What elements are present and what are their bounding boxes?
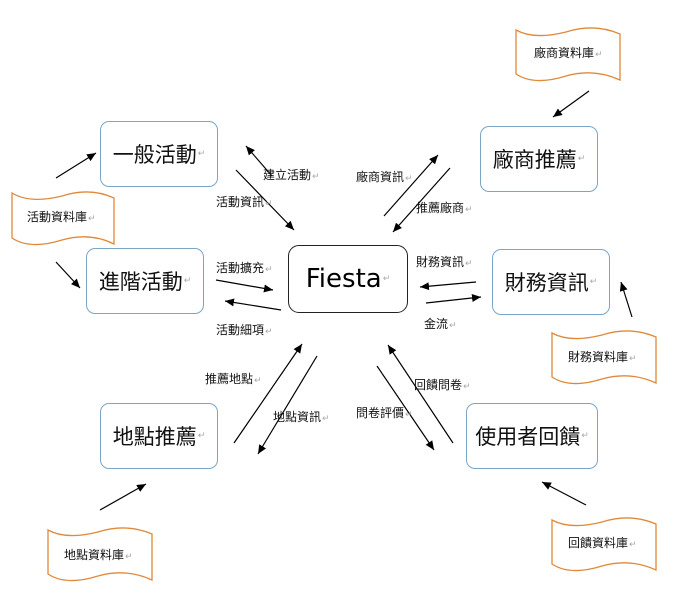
feedback-db-label: 回饋資料庫↵ [568,536,637,550]
arrow-locationdb-to-location [99,483,147,511]
arrow-recommend-location [233,343,303,444]
node-general-activity: 一般活動↵ [100,121,218,187]
arrow-recommend-vendor [392,167,451,233]
edge-label-recommend-location: 推薦地點↵ [205,372,262,386]
node-user-feedback-label: 使用者回饋 [475,425,581,449]
edge-label-activity-expand: 活動擴充↵ [216,261,273,275]
edge-label-finance-info: 財務資訊↵ [416,255,473,269]
node-vendor-recommend-label: 廠商推薦 [492,148,577,172]
node-advanced-activity: 進階活動↵ [86,248,204,314]
edge-label-survey-review: 問卷評價↵ [356,406,413,420]
arrow-activity-expand [215,279,274,293]
activity-db-label: 活動資料庫↵ [27,210,96,224]
arrow-activity-info [235,169,295,231]
arrow-build-activity [245,145,273,177]
arrow-activitydb-to-advanced [55,261,81,289]
feedback-db-shape [551,517,657,572]
node-location-recommend: 地點推薦↵ [100,403,218,469]
edge-label-activity-info: 活動資訊↵ [216,195,273,209]
edge-label-vendor-info: 廠商資訊↵ [356,170,413,184]
arrow-vendordb-to-vendor [552,90,590,118]
node-finance-info: 財務資訊↵ [492,249,610,315]
node-fiesta-label: Fiesta [305,264,382,294]
arrow-finance-info [419,281,477,291]
edge-label-cash-flow: 金流↵ [424,317,457,331]
node-location-recommend-label: 地點推薦 [112,425,197,449]
arrow-survey-review [376,365,435,451]
arrow-activitydb-to-general [55,152,97,179]
edge-label-build-activity: 建立活動↵ [263,168,320,182]
node-finance-info-label: 財務資訊 [504,271,589,295]
arrow-feedback-survey [387,344,454,444]
location-db-shape [47,527,153,582]
node-advanced-activity-label: 進階活動 [98,270,183,294]
location-db-label: 地點資料庫↵ [64,548,133,562]
arrow-vendor-info [383,154,439,217]
edge-label-location-info: 地點資訊↵ [273,410,330,424]
finance-db-label: 財務資料庫↵ [568,350,637,364]
activity-db-shape [11,191,115,246]
edge-label-recommend-vendor: 推薦廠商↵ [416,201,473,215]
edge-label-activity-detail: 活動細項↵ [216,323,273,337]
arrow-financedb-to-finance [619,281,633,318]
arrow-feedbackdb-to-feedback [541,481,587,506]
vendor-db-label: 廠商資料庫↵ [534,46,603,60]
node-user-feedback: 使用者回饋↵ [466,403,598,469]
arrow-cash-flow [425,293,482,304]
vendor-db-shape [515,27,621,82]
arrow-location-info [257,355,318,455]
finance-db-shape [551,330,657,385]
edge-label-feedback-survey: 回饋問卷↵ [414,378,471,392]
node-fiesta: Fiesta↵ [288,245,408,313]
node-vendor-recommend: 廠商推薦↵ [480,126,598,192]
node-general-activity-label: 一般活動 [112,143,197,167]
arrow-activity-detail [224,298,282,311]
